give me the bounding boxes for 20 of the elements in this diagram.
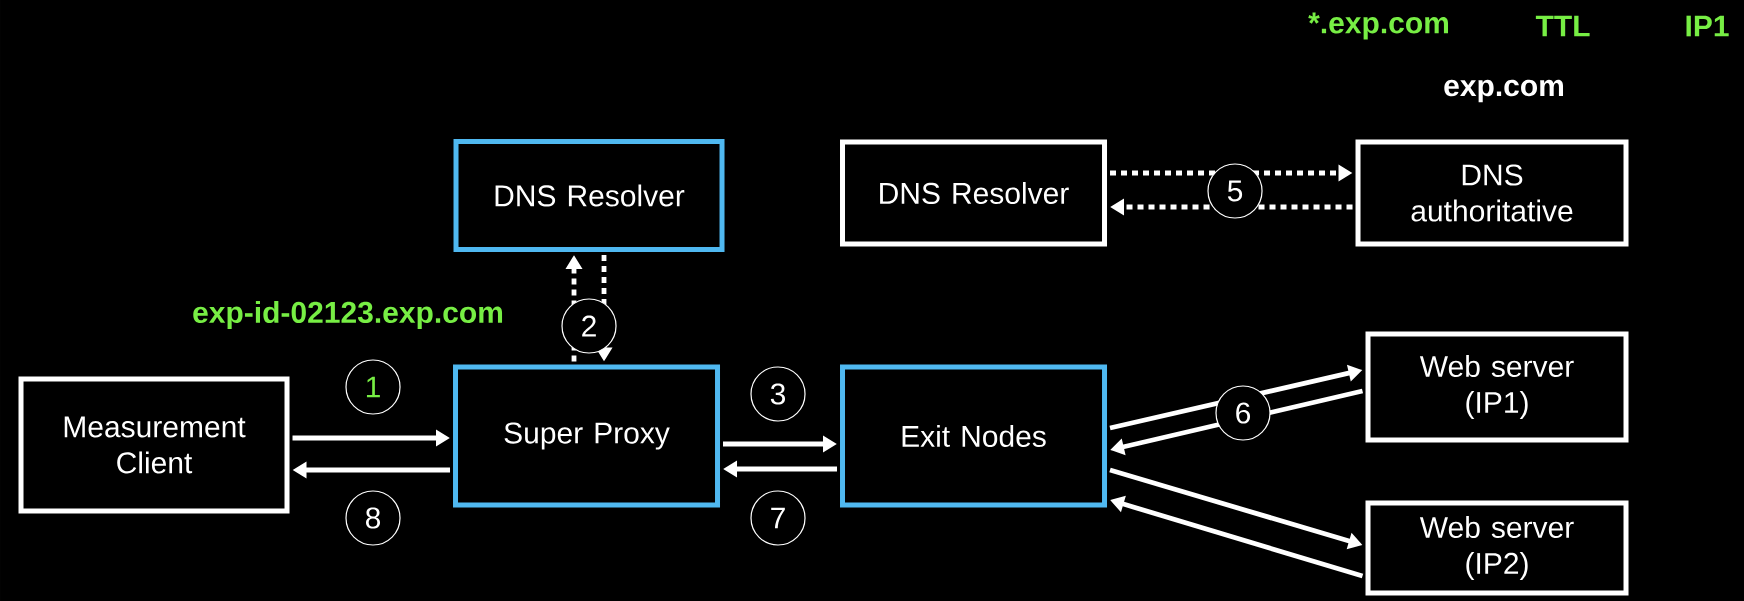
domain-label: TTL [1535, 15, 1590, 37]
step-number: 2 [561, 298, 617, 354]
process-box: Exit Nodes [840, 364, 1107, 508]
process-box: Super Proxy [453, 364, 720, 508]
domain-label: IP1 [1686, 15, 1729, 37]
process-box: DNS Resolver [453, 139, 725, 252]
process-box: Measurement Client [18, 376, 290, 514]
domain-label: *.exp.com [1308, 12, 1448, 40]
step-number: 1 [345, 359, 401, 415]
process-box: DNS authoritative [1355, 139, 1629, 247]
process-box: DNS Resolver [840, 139, 1107, 247]
step-number: 6 [1215, 385, 1271, 441]
domain-label: exp-id-02123.exp.com [193, 301, 503, 329]
step-number: 3 [750, 366, 806, 422]
step-number: 5 [1207, 163, 1263, 219]
process-box: Web server (IP2) [1365, 500, 1629, 596]
step-number: 8 [345, 490, 401, 546]
process-box: Web server (IP1) [1365, 331, 1629, 443]
step-number: 7 [750, 490, 806, 546]
domain-label: exp.com [1444, 79, 1563, 103]
